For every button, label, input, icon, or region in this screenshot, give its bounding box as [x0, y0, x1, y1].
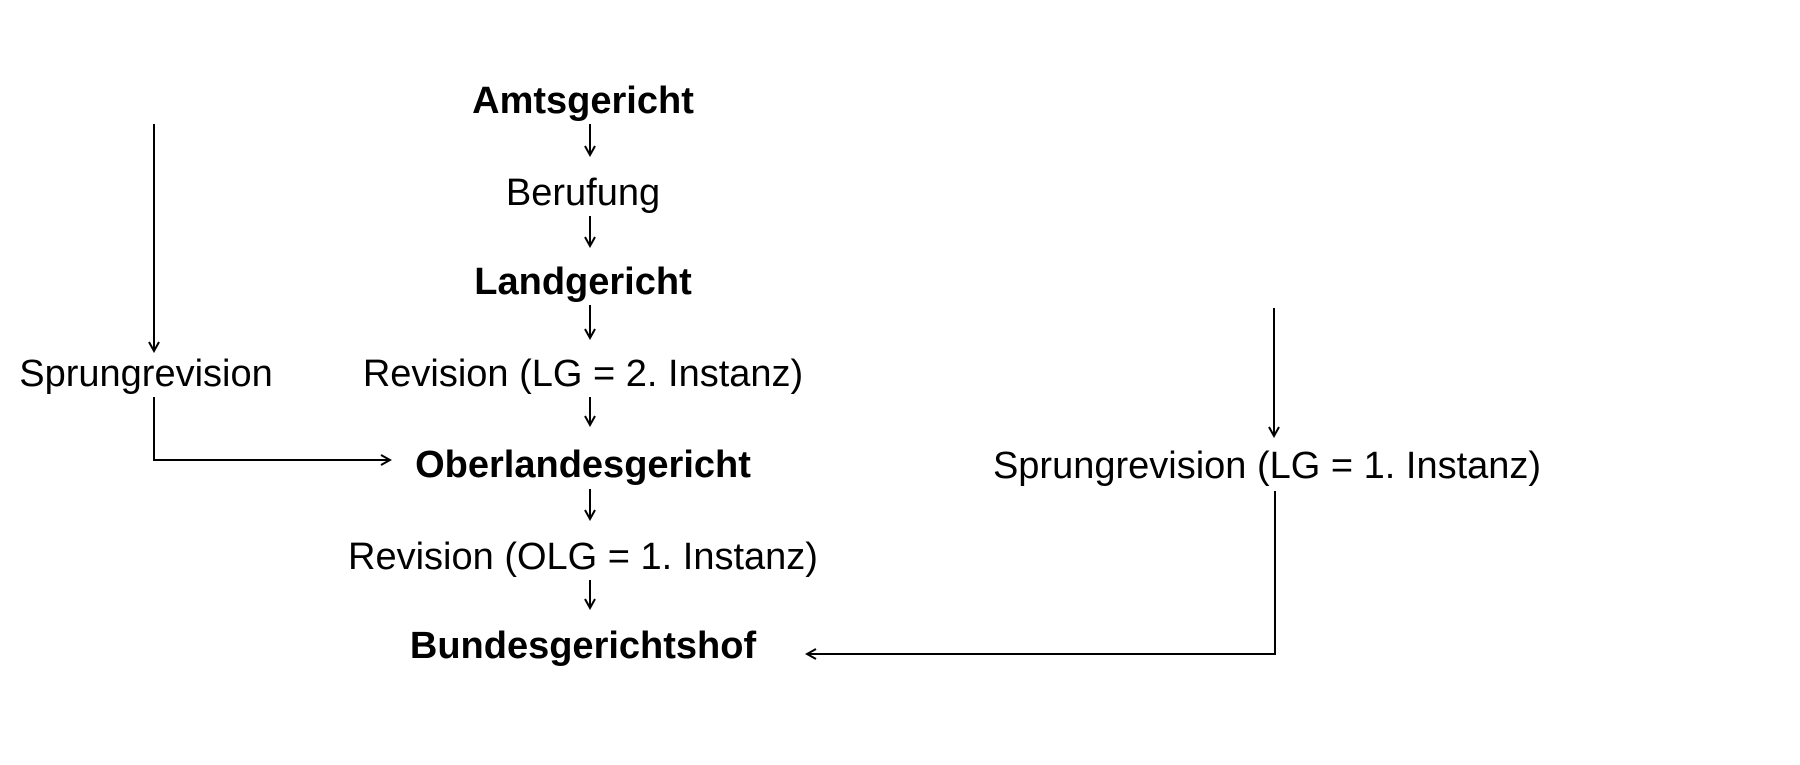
- node-sprungrevision-left: Sprungrevision: [19, 353, 273, 395]
- arrow-right-sprungrevision-to-bgh: [807, 491, 1276, 654]
- arrow-left-sprungrevision-to-olg: [153, 397, 390, 460]
- node-revision-olg: Revision (OLG = 1. Instanz): [348, 536, 818, 578]
- node-amtsgericht: Amtsgericht: [472, 80, 694, 122]
- node-oberlandesgericht: Oberlandesgericht: [415, 444, 751, 486]
- node-sprungrevision-right: Sprungrevision (LG = 1. Instanz): [992, 445, 1542, 487]
- node-revision-lg: Revision (LG = 2. Instanz): [362, 353, 804, 395]
- node-landgericht: Landgericht: [474, 261, 692, 303]
- node-berufung: Berufung: [505, 172, 661, 214]
- node-bundesgerichtshof: Bundesgerichtshof: [409, 625, 757, 667]
